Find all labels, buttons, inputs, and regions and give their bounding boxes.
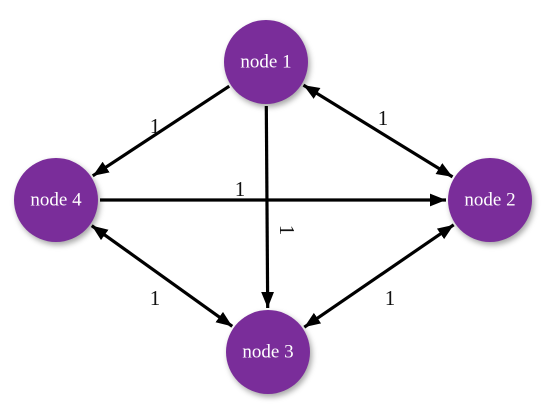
node-circle [14, 158, 98, 242]
node-circle [224, 20, 308, 104]
edge-node1-node4 [91, 84, 231, 178]
edge-weight-label: 1 [235, 177, 246, 201]
edge-weight-label: 1 [385, 286, 396, 310]
edge-node4-node3 [90, 224, 234, 328]
edge-node2-node3 [303, 223, 455, 329]
node-label: node 1 [240, 51, 291, 72]
edge-weight-label: 1 [275, 225, 299, 236]
edge-node1-node3 [261, 105, 274, 309]
node-label: node 4 [30, 189, 82, 210]
node-label: node 2 [464, 189, 515, 210]
node-label: node 3 [242, 341, 293, 362]
node-node4: node 4 [14, 158, 98, 242]
node-circle [448, 158, 532, 242]
edge-node1-node2 [302, 83, 454, 179]
edge-weight-label: 1 [150, 286, 161, 310]
edge-weight-label: 1 [378, 106, 389, 130]
edge-weight-label: 1 [150, 114, 161, 138]
node-circle [226, 310, 310, 394]
node-node2: node 2 [448, 158, 532, 242]
node-node3: node 3 [226, 310, 310, 394]
node-node1: node 1 [224, 20, 308, 104]
